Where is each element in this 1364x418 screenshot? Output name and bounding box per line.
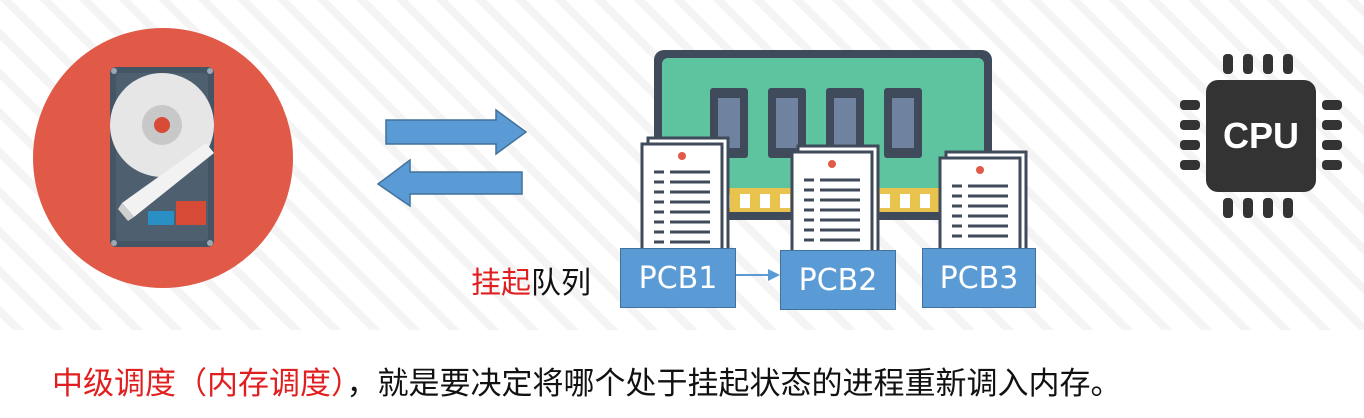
suspend-queue-label-highlight: 挂起 <box>471 266 531 301</box>
swap-in-arrow <box>384 108 528 156</box>
pcb3-document-icon <box>938 150 1030 256</box>
pcb2-document-icon <box>790 144 882 256</box>
pcb1-to-pcb2-arrow <box>736 268 780 282</box>
cpu-chip-icon: CPU <box>1176 48 1346 224</box>
caption: 中级调度（内存调度），就是要决定将哪个处于挂起状态的进程重新调入内存。 <box>52 358 1122 403</box>
caption-highlight: 中级调度（内存调度） <box>52 366 347 402</box>
hard-disk-icon <box>30 25 296 291</box>
pcb2-box: PCB2 <box>780 250 896 310</box>
cpu-label: CPU <box>1222 115 1299 156</box>
suspend-queue-label: 挂起队列 <box>471 258 591 302</box>
suspend-queue-label-rest: 队列 <box>531 266 591 301</box>
caption-rest: ，就是要决定将哪个处于挂起状态的进程重新调入内存。 <box>346 366 1122 402</box>
swap-out-arrow <box>376 158 526 208</box>
pcb1-box: PCB1 <box>620 248 736 308</box>
pcb3-box: PCB3 <box>922 248 1036 308</box>
pcb1-document-icon <box>640 136 732 256</box>
